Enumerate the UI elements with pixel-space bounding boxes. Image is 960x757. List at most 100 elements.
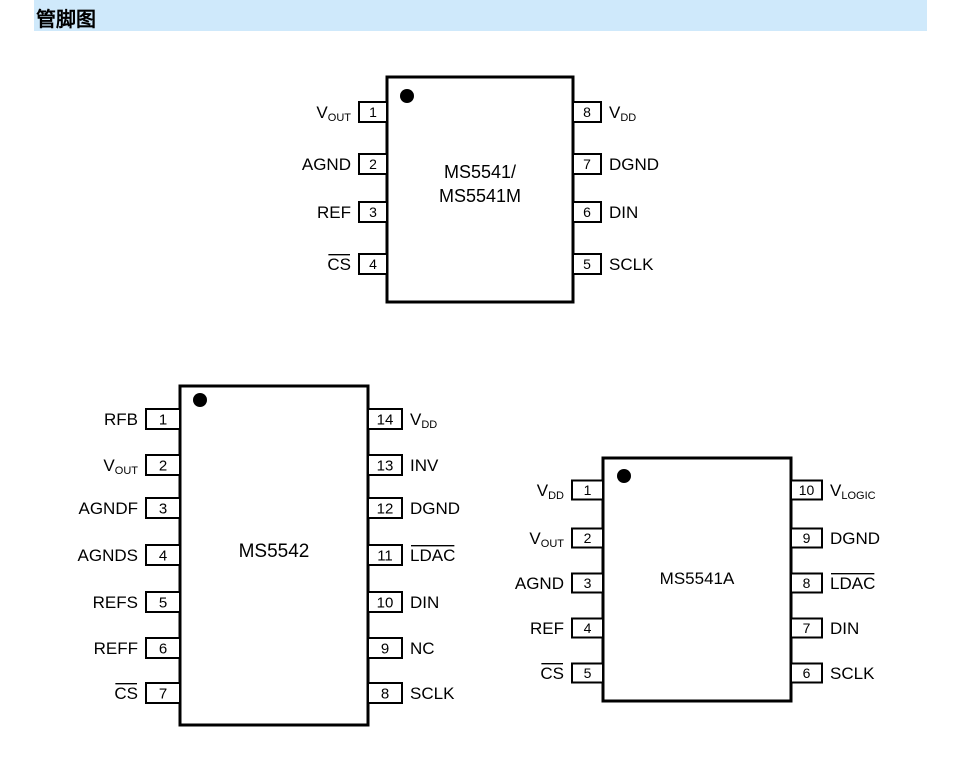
pin-box	[571, 617, 604, 639]
pin-box	[145, 591, 181, 613]
pin-number: 12	[377, 500, 394, 517]
pin-left-2: 2 AGND	[302, 153, 388, 175]
pin-box	[145, 408, 181, 430]
pin-label: RFB	[104, 410, 138, 429]
pin-number: 11	[377, 547, 393, 564]
pin-box	[145, 682, 181, 704]
pin-number: 6	[583, 204, 591, 220]
pin-label: LDAC	[410, 546, 455, 565]
chip-name: MS5541A	[660, 569, 735, 588]
pin-right-6: 6 SCLK	[790, 662, 875, 684]
pin-label: VDD	[609, 103, 636, 124]
pin-left-4: 4CS	[327, 253, 388, 275]
pin-right-10: 10 VLOGIC	[790, 479, 876, 502]
pin-box	[358, 101, 388, 123]
pin-label: AGNDF	[79, 499, 139, 518]
pin-box	[572, 253, 602, 275]
pin-number: 8	[803, 575, 811, 591]
pin-number: 3	[159, 500, 167, 517]
pin-right-11: 11 LDAC	[367, 544, 455, 566]
pin-left-5: 5 CS	[540, 662, 604, 684]
pin-number: 7	[803, 620, 811, 636]
pin-right-6: 6 DIN	[572, 201, 638, 223]
pin-box	[367, 408, 403, 430]
pin-box	[145, 637, 181, 659]
pin-box	[572, 101, 602, 123]
pin-box	[790, 662, 823, 684]
pin-number: 5	[583, 256, 591, 272]
pin-left-1: 1 VDD	[537, 479, 604, 502]
pin-box	[572, 153, 602, 175]
chip-body	[601, 456, 793, 703]
pin-label: AGND	[302, 155, 351, 174]
pin-number: 3	[584, 575, 592, 591]
pin-box	[790, 572, 823, 594]
pin-label: SCLK	[609, 255, 654, 274]
pin-right-7: 7 DIN	[790, 617, 859, 639]
pin-number: 4	[369, 256, 377, 272]
pin-left-2: 2 VOUT	[103, 454, 181, 477]
pin-number: 6	[803, 665, 811, 681]
pin-number: 2	[369, 156, 377, 172]
pin-label: DGND	[410, 499, 460, 518]
pin-label: LDAC	[830, 574, 875, 593]
pin-right-8: 8 VDD	[572, 101, 636, 124]
pin-number: 3	[369, 204, 377, 220]
pin-label: SCLK	[830, 664, 875, 683]
pin-box	[790, 617, 823, 639]
pin-number: 2	[159, 457, 167, 474]
pin-box	[367, 544, 403, 566]
pin-box	[571, 572, 604, 594]
pin-label: VOUT	[529, 529, 564, 550]
pin-number: 7	[583, 156, 591, 172]
section-title: 管脚图	[36, 7, 96, 31]
chip-name: MS5541/	[444, 162, 516, 182]
pin-box	[145, 497, 181, 519]
pin1-marker-icon	[400, 89, 414, 103]
pin-box	[790, 527, 823, 549]
pin-number: 5	[584, 665, 592, 681]
pin-label: DIN	[609, 203, 638, 222]
pin-number: 4	[159, 547, 167, 564]
pin-box	[572, 201, 602, 223]
pin-number: 13	[377, 457, 394, 474]
pin-number: 8	[583, 104, 591, 120]
pin-label: VOUT	[103, 456, 138, 477]
pin-number: 2	[584, 530, 592, 546]
pin-box	[145, 544, 181, 566]
pin-number: 6	[159, 640, 167, 657]
pin-label: VOUT	[316, 103, 351, 124]
pin-label: CS	[114, 684, 138, 703]
pin-label: DIN	[410, 593, 439, 612]
pin-number: 9	[381, 640, 389, 657]
pin-label: VDD	[537, 481, 564, 502]
pin-label: VLOGIC	[830, 481, 876, 502]
pin-box	[358, 201, 388, 223]
pin-box	[358, 253, 388, 275]
chip-ms5542: MS55421RFB2VOUT3AGNDF4AGNDS5REFS6REFF7CS…	[78, 384, 460, 727]
pin-label: DIN	[830, 619, 859, 638]
pin-left-2: 2 VOUT	[529, 527, 604, 550]
pin-label: REFF	[94, 639, 138, 658]
pin-label: CS	[540, 664, 564, 683]
pin-label: REF	[530, 619, 564, 638]
pin-number: 14	[377, 411, 394, 428]
pin-label: DGND	[830, 529, 880, 548]
pin-box	[571, 479, 604, 501]
pin-number: 1	[584, 482, 592, 498]
pin-label: REFS	[93, 593, 138, 612]
pin-number: 10	[799, 482, 815, 498]
